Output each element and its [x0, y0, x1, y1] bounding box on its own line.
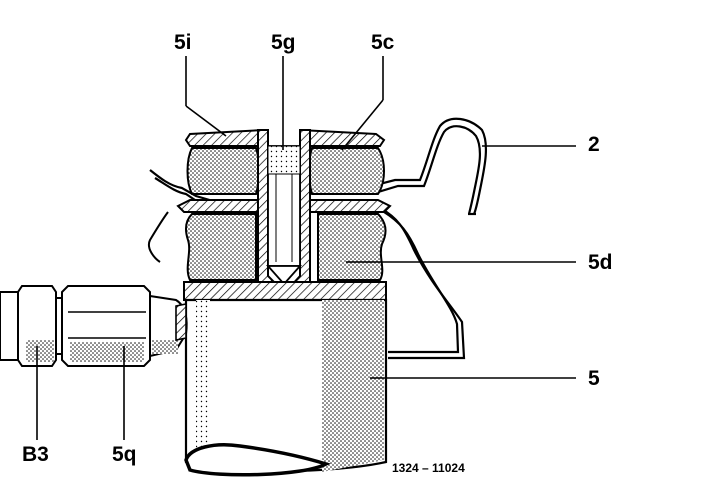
central-stud — [257, 129, 311, 301]
lower-rubber-left — [184, 213, 257, 281]
callout-5c: 5c — [371, 31, 395, 54]
callout-5i: 5i — [174, 31, 192, 54]
callout-5g: 5g — [271, 31, 296, 54]
figure-number: 1324 – 11024 — [392, 461, 465, 475]
callout-5d: 5d — [588, 251, 613, 274]
callout-5q: 5q — [112, 443, 137, 466]
callout-5: 5 — [588, 367, 600, 390]
lower-rubber-right — [317, 213, 387, 281]
top-cap-plate — [184, 128, 386, 147]
leader-lines — [36, 56, 576, 440]
leader-5c-diag — [341, 99, 384, 151]
cylinder-5 — [183, 281, 388, 477]
callout-B3: B3 — [22, 443, 49, 466]
upper-rubber-right — [308, 147, 385, 195]
bolt-assembly — [0, 285, 188, 367]
leader-5i-diag — [185, 105, 227, 137]
upper-rubber-left — [186, 147, 260, 195]
callout-2: 2 — [588, 133, 600, 156]
bracket-side-arm — [148, 207, 466, 360]
